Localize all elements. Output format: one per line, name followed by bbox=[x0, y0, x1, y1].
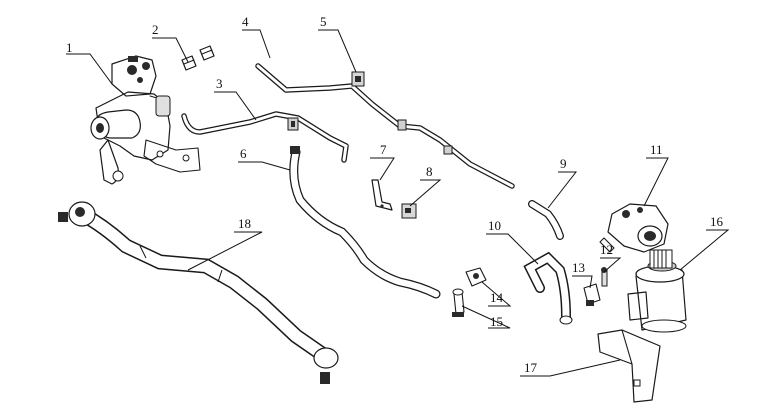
callout-7: 7 bbox=[380, 142, 387, 157]
callout-13: 13 bbox=[572, 260, 585, 275]
callout-12: 12 bbox=[600, 242, 613, 257]
callout-17: 17 bbox=[524, 360, 538, 375]
flexible-hose-6 bbox=[289, 146, 441, 299]
bracket-7 bbox=[371, 179, 393, 211]
short-hose-9 bbox=[528, 200, 564, 240]
callout-9: 9 bbox=[560, 156, 567, 171]
union-fitting-13 bbox=[583, 283, 601, 306]
callout-15: 15 bbox=[490, 314, 503, 329]
callout-3: 3 bbox=[216, 76, 223, 91]
callout-8: 8 bbox=[426, 164, 433, 179]
pressure-pipe-3 bbox=[181, 111, 349, 163]
oil-reservoir-16 bbox=[627, 249, 687, 333]
clamp-block-8 bbox=[401, 203, 417, 219]
callout-14: 14 bbox=[490, 290, 504, 305]
callout-2: 2 bbox=[152, 22, 159, 37]
mounting-bracket-17 bbox=[597, 329, 661, 403]
callout-10: 10 bbox=[488, 218, 501, 233]
return-pipe-4 bbox=[255, 63, 515, 189]
bolt-fitting-15 bbox=[452, 288, 465, 317]
callout-5: 5 bbox=[320, 14, 327, 29]
steering-gear-assembly bbox=[90, 55, 201, 185]
union-fitting-12 bbox=[601, 267, 608, 287]
leader-lines bbox=[66, 29, 730, 377]
callout-11: 11 bbox=[650, 142, 663, 157]
fitting-pair bbox=[181, 45, 215, 71]
callout-labels: 1 2 3 4 5 6 7 8 9 10 11 12 13 14 15 16 1… bbox=[66, 14, 724, 375]
elbow-hose-10 bbox=[523, 251, 573, 325]
banjo-fitting-14 bbox=[465, 267, 487, 287]
drag-link-18 bbox=[58, 201, 339, 384]
callout-6: 6 bbox=[240, 146, 247, 161]
pipe-clip-5 bbox=[351, 71, 365, 87]
power-steering-pump-11 bbox=[599, 203, 669, 253]
callout-4: 4 bbox=[242, 14, 249, 29]
callout-16: 16 bbox=[710, 214, 724, 229]
callout-18: 18 bbox=[238, 216, 251, 231]
callout-1: 1 bbox=[66, 40, 73, 55]
